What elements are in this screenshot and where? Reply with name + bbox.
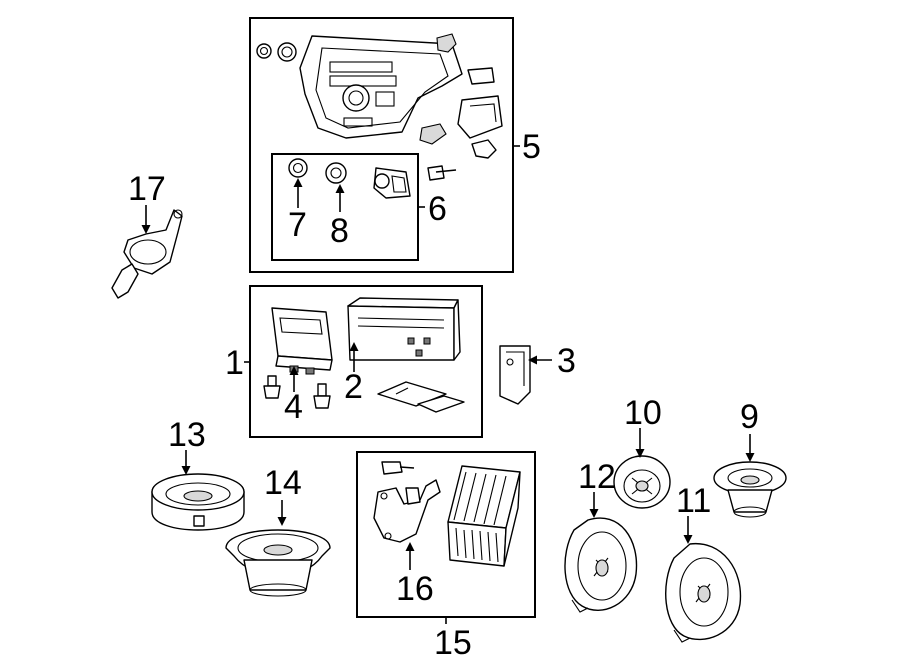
bracket-part-3 [499, 345, 531, 405]
tweeter-part-9 [713, 461, 787, 518]
callout-8: 8 [330, 212, 349, 250]
sensor-bracket-part-17 [111, 209, 183, 299]
console-panel-part [256, 33, 503, 181]
callout-6: 6 [428, 190, 447, 228]
speaker-part-12 [564, 517, 638, 613]
switch-part [373, 167, 411, 199]
callout-13: 13 [168, 416, 206, 454]
callout-14: 14 [264, 464, 302, 502]
audio-unit-part-2 [347, 297, 461, 361]
callout-3: 3 [557, 342, 576, 380]
callout-2: 2 [344, 368, 363, 406]
speaker-part-11 [665, 543, 742, 643]
amplifier-bracket-part-16 [373, 461, 441, 543]
callout-7: 7 [288, 206, 307, 244]
callout-16: 16 [396, 570, 434, 608]
knob-part-7 [288, 158, 308, 178]
speaker-part-14 [225, 529, 331, 597]
label-sheet-part [377, 381, 465, 413]
callout-17: 17 [128, 170, 166, 208]
tweeter-part-10 [613, 455, 671, 509]
callout-5: 5 [522, 128, 541, 166]
callout-12: 12 [578, 458, 616, 496]
callout-9: 9 [740, 398, 759, 436]
display-unit-part-4 [271, 307, 333, 375]
group-box-5 [249, 17, 514, 273]
callout-11: 11 [676, 482, 711, 520]
callout-4: 4 [284, 388, 303, 426]
amplifier-part [447, 465, 521, 567]
callout-15: 15 [434, 624, 472, 661]
screw-part [263, 375, 331, 409]
callout-10: 10 [624, 394, 662, 432]
callout-1: 1 [225, 344, 244, 382]
knob-part-8 [325, 162, 347, 184]
speaker-part-13 [151, 473, 245, 531]
